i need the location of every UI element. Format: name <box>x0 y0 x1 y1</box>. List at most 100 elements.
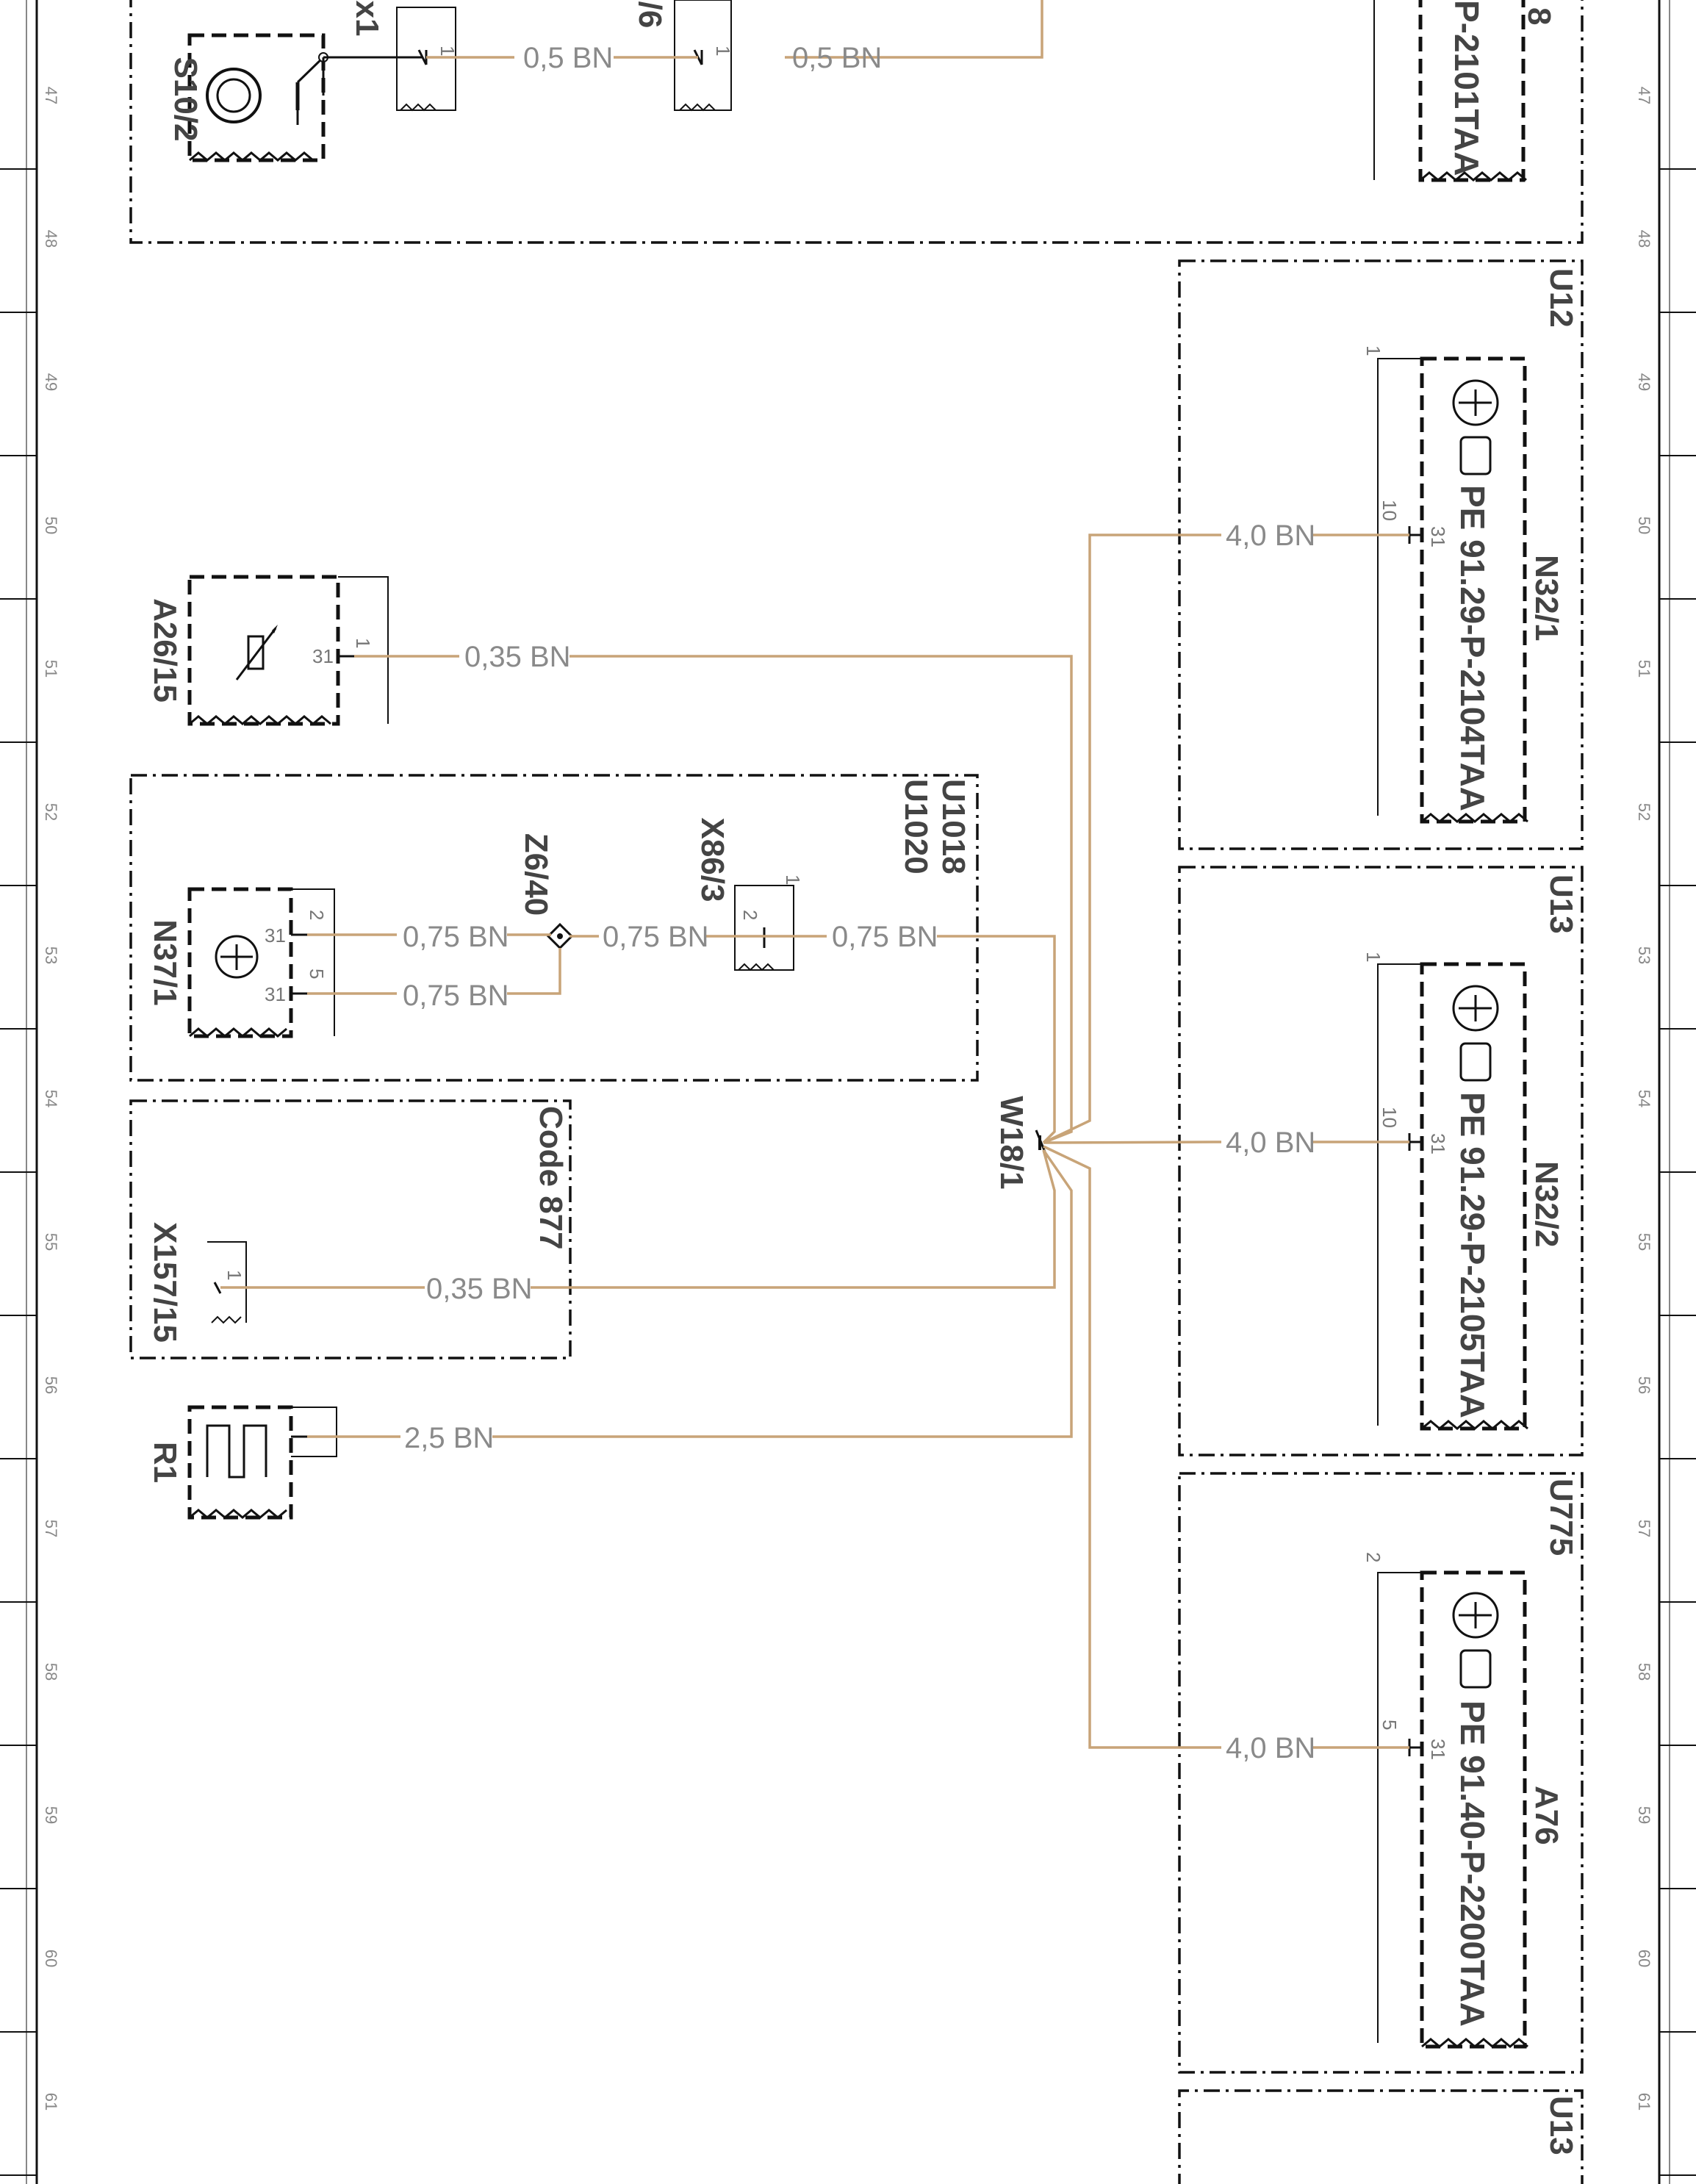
a26-15-label: A26/15 <box>147 598 183 703</box>
rail-number-right: 52 <box>1635 803 1653 821</box>
rail-number-left: 55 <box>42 1233 60 1251</box>
top-right-label: 8 <box>1521 7 1557 25</box>
u13-b-label: U13 <box>1543 2096 1579 2155</box>
rail-number-left: 58 <box>42 1663 60 1681</box>
pin-31-a76: 31 <box>1427 1739 1449 1760</box>
wire-top <box>426 0 1043 59</box>
rail-number-right: 48 <box>1635 230 1653 248</box>
rail-number-left: 52 <box>42 803 60 821</box>
wire-n32-2-label: 4,0 BN <box>1226 1127 1315 1159</box>
rail-number-left: 48 <box>42 230 60 248</box>
r1-label: R1 <box>147 1442 183 1483</box>
transistor-icon <box>1452 379 1499 426</box>
u13-a-label: U13 <box>1543 874 1579 934</box>
rail-number-right: 55 <box>1635 1233 1653 1251</box>
wire-n37-upper-label: 0,75 BN <box>403 921 509 953</box>
pin-5-n37: 5 <box>306 969 328 979</box>
connector-x1: 1 x1 <box>349 1 459 112</box>
rail-number-left: 61 <box>42 2093 60 2111</box>
rail-number-right: 61 <box>1635 2093 1653 2111</box>
module-code-877: Code 877 <box>129 1099 572 1359</box>
rail-number-left: 54 <box>42 1090 60 1107</box>
rail-number-right: 54 <box>1635 1090 1653 1107</box>
pin-10-n32-2: 10 <box>1379 1107 1401 1128</box>
hand-icon <box>1459 436 1492 475</box>
rail-number-right: 56 <box>1635 1376 1653 1394</box>
u1018-label: U1018 <box>935 779 971 874</box>
rail-number-left: 53 <box>42 946 60 964</box>
wire-top-left-label: 0,5 BN <box>523 42 613 74</box>
module-u13-a: U13 1 10 31 PE 91.29-P-2105TAA N32/2 <box>1178 866 1584 1456</box>
pin-10-n32-1: 10 <box>1379 500 1401 521</box>
pin-1-n32-2: 1 <box>1362 952 1384 962</box>
pin-2-n37: 2 <box>306 910 328 920</box>
rail-number-left: 56 <box>42 1376 60 1394</box>
pin-1-x86: 1 <box>782 874 804 885</box>
a76-doc: PE 91.40-P-2200TAA <box>1454 1700 1492 2027</box>
top-frame <box>129 0 1584 244</box>
x1-label: x1 <box>349 1 385 37</box>
six-label: /6 <box>632 1 668 29</box>
pin-31-n37-lower: 31 <box>265 983 286 1005</box>
s10-2-component: S10/2 <box>168 33 423 162</box>
module-u13-b: U13 <box>1178 2089 1584 2184</box>
wire-x86-label: 0,75 BN <box>832 921 938 953</box>
x157-15-label: X157/15 <box>147 1222 183 1343</box>
w18-1-label: W18/1 <box>993 1096 1030 1189</box>
wire-r1-label: 2,5 BN <box>404 1422 494 1454</box>
top-doc-label: P-2101TAA <box>1448 0 1486 176</box>
wire-top-right-label: 0,5 BN <box>792 42 882 74</box>
wire-n32-1-label: 4,0 BN <box>1226 520 1315 552</box>
n32-2-doc: PE 91.29-P-2105TAA <box>1454 1092 1492 1418</box>
top-right-module: P-2101TAA 8 <box>1373 0 1557 182</box>
r1-component: R1 <box>147 1405 337 1520</box>
pin-31-n32-2: 31 <box>1427 1133 1449 1154</box>
x86-3-connector: 2 1 X86/3 <box>694 818 804 971</box>
connector-6: 1 /6 <box>632 0 734 112</box>
right-rail <box>1658 0 1670 2184</box>
module-u12: U12 1 10 31 PE 91.29-P-2104TAA N32/1 <box>1178 259 1584 850</box>
pin-31-n32-1: 31 <box>1427 526 1449 547</box>
pin-5-a76: 5 <box>1379 1720 1401 1730</box>
rail-number-right: 57 <box>1635 1520 1653 1537</box>
rail-number-right: 51 <box>1635 660 1653 678</box>
pin-31-n37-upper: 31 <box>265 924 286 946</box>
z6-40-label: Z6/40 <box>518 833 554 916</box>
pin-1-x1: 1 <box>436 46 459 56</box>
wire-z6-label: 0,75 BN <box>603 921 709 953</box>
code-877-label: Code 877 <box>533 1106 569 1250</box>
hand-icon <box>1459 1042 1492 1082</box>
wire-a76: 4,0 BN <box>1043 1145 1409 1764</box>
module-u1018-u1020: U1018 U1020 <box>129 774 979 1082</box>
rail-number-right: 49 <box>1635 373 1653 391</box>
rail-number-right: 60 <box>1635 1950 1653 1967</box>
rail-number-left: 49 <box>42 373 60 391</box>
rail-number-right: 59 <box>1635 1806 1653 1824</box>
rail-number-left: 60 <box>42 1950 60 1967</box>
u12-label: U12 <box>1543 268 1579 328</box>
rail-number-right: 53 <box>1635 946 1653 964</box>
rail-number-left: 50 <box>42 517 60 534</box>
pin-1-x157: 1 <box>223 1270 245 1280</box>
n37-1-label: N37/1 <box>147 919 183 1005</box>
u1020-label: U1020 <box>898 779 934 874</box>
wire-r1: 2,5 BN <box>307 1149 1073 1454</box>
rail-number-left: 51 <box>42 660 60 678</box>
a76-label: A76 <box>1528 1786 1564 1845</box>
wire-x157: 0,35 BN <box>220 1149 1056 1305</box>
heater-icon <box>206 1424 267 1479</box>
s10-2-label: S10/2 <box>168 57 204 142</box>
rail-number-left: 47 <box>42 87 60 104</box>
wire-n32-2: 4,0 BN <box>1043 1127 1409 1159</box>
module-u775: U775 2 5 31 PE 91.40-P-2200TAA A76 <box>1178 1472 1584 2074</box>
n32-1-doc: PE 91.29-P-2104TAA <box>1454 485 1492 811</box>
transistor-icon <box>1452 985 1499 1032</box>
pin-2-a76: 2 <box>1362 1552 1384 1562</box>
wire-n37-lower-label: 0,75 BN <box>403 980 509 1012</box>
left-rail <box>26 0 38 2184</box>
rail-number-right: 50 <box>1635 517 1653 534</box>
z6-40-splice: Z6/40 <box>518 833 574 950</box>
rail-number-left: 59 <box>42 1806 60 1824</box>
